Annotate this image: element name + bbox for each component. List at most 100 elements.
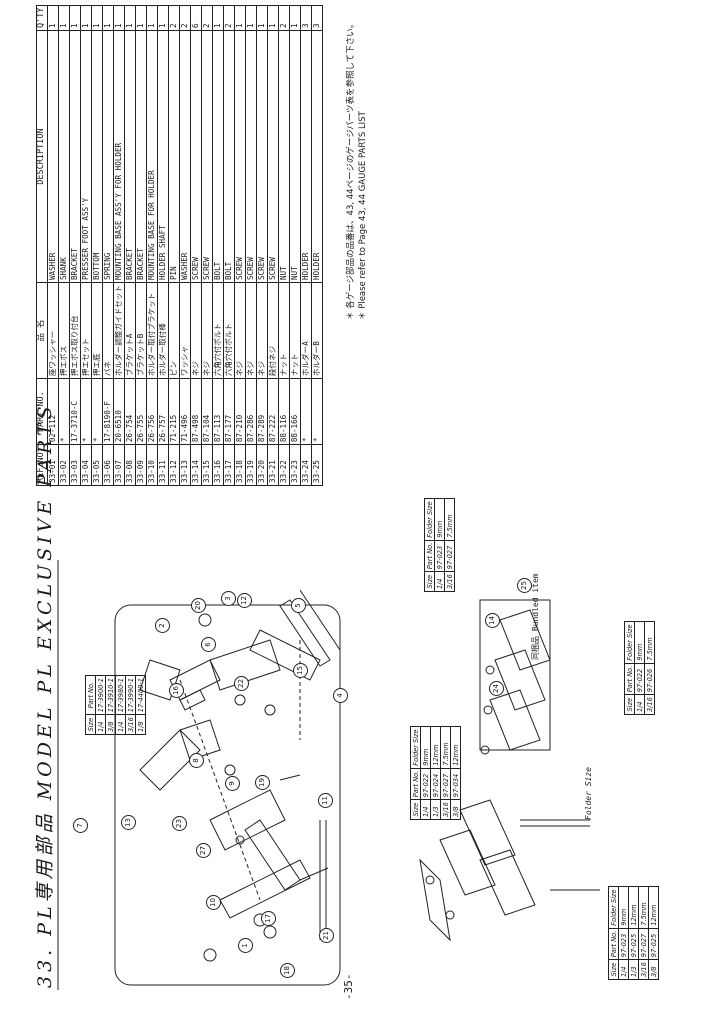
table-cell: 段付ネジ [267,282,279,379]
table-cell: 26-756 [146,378,158,445]
table-cell: 6 [190,5,202,31]
size-header-cell: Folder Size [624,621,635,664]
size-cell: 97-034 [450,768,461,800]
table-cell: ナット [289,282,301,379]
table-cell: ネジ [256,282,268,379]
table-cell: ピン [168,282,180,379]
callout-27: 27 [196,843,211,858]
note-japanese: ＊ 各ゲージ部品の品番は、43, 44ページのゲージパーツ表を参照して下さい。 [346,19,356,320]
table-cell: * [311,378,323,445]
callout-10: 10 [206,895,221,910]
table-cell: 33-12 [168,444,180,486]
table-cell: 87-104 [201,378,213,445]
table-cell: 88-116 [278,378,290,445]
table-cell: BOTTOM [91,30,103,283]
size-cell: 17-4400-1 [135,675,146,715]
table-cell: 1 [234,5,246,31]
callout-11: 11 [318,793,333,808]
size-cell: 3/16 [444,571,455,592]
table-cell: 1 [267,5,279,31]
table-cell: 33-06 [102,444,114,486]
size-cell: 3/16 [638,959,649,980]
size-cell: 3/8 [648,959,659,980]
size-cell: 7.5mm [444,498,455,541]
table-cell: 1 [69,5,81,31]
parts-header-cell: PART NO. [36,378,48,445]
title-underline [57,560,59,990]
table-cell: ネジ [245,282,257,379]
size-cell: 97-023 [434,540,445,572]
table-cell: * [91,378,103,445]
callout-5: 5 [291,598,306,613]
table-cell: ブラケットB [135,282,147,379]
table-cell: WASHER [179,30,191,283]
table-cell: MOUNTING BASE FOR HOLDER [146,30,158,283]
callout-3: 3 [221,591,236,606]
table-cell: 1 [135,5,147,31]
size-header-cell: Folder Size [424,498,435,541]
size-cell: 12mm [648,886,659,929]
section-title: 33. PL専用部品 MODEL PL EXCLUSIVE PARTS [34,402,56,988]
size-cell: 97-026 [644,663,655,695]
size-cell: 1/8 [135,714,146,735]
table-cell: 1 [80,5,92,31]
callout-21: 21 [319,928,334,943]
table-cell: PRESSER FOOT ASS'Y [80,30,92,283]
size-header-cell: Part No. [608,928,619,960]
table-cell: 1 [58,5,70,31]
table-cell: WASHER [47,30,59,283]
size-header-cell: Size [85,714,96,735]
table-cell: * [300,378,312,445]
table-cell: 2 [179,5,191,31]
exploded-diagram-shank [169,589,341,716]
table-cell: 1 [157,5,169,31]
table-cell: 88-166 [289,378,301,445]
callout-15: 15 [293,663,308,678]
callout-2: 2 [155,618,170,633]
size-cell: 1/4 [420,799,431,820]
table-cell: SCREW [234,30,246,283]
table-cell: BRACKET [69,30,81,283]
table-cell: 33-16 [212,444,224,486]
table-cell: ネジ [234,282,246,379]
table-cell: BOLT [212,30,224,283]
table-cell: 87-210 [234,378,246,445]
table-cell: BRACKET [124,30,136,283]
table-cell: 3 [300,5,312,31]
size-cell: 1/4 [95,714,106,735]
size-cell: 17-3910-1 [105,675,116,715]
size-cell: 3/16 [125,714,136,735]
table-cell: 座ワッシャー [47,282,59,379]
table-cell: 33-01 [47,444,59,486]
callout-23: 23 [172,816,187,831]
table-cell: PIN [168,30,180,283]
size-cell: 1/4 [618,959,629,980]
size-header-cell: Size [624,694,635,715]
table-cell: 1 [245,5,257,31]
table-cell: 33-20 [256,444,268,486]
table-cell: 1 [146,5,158,31]
